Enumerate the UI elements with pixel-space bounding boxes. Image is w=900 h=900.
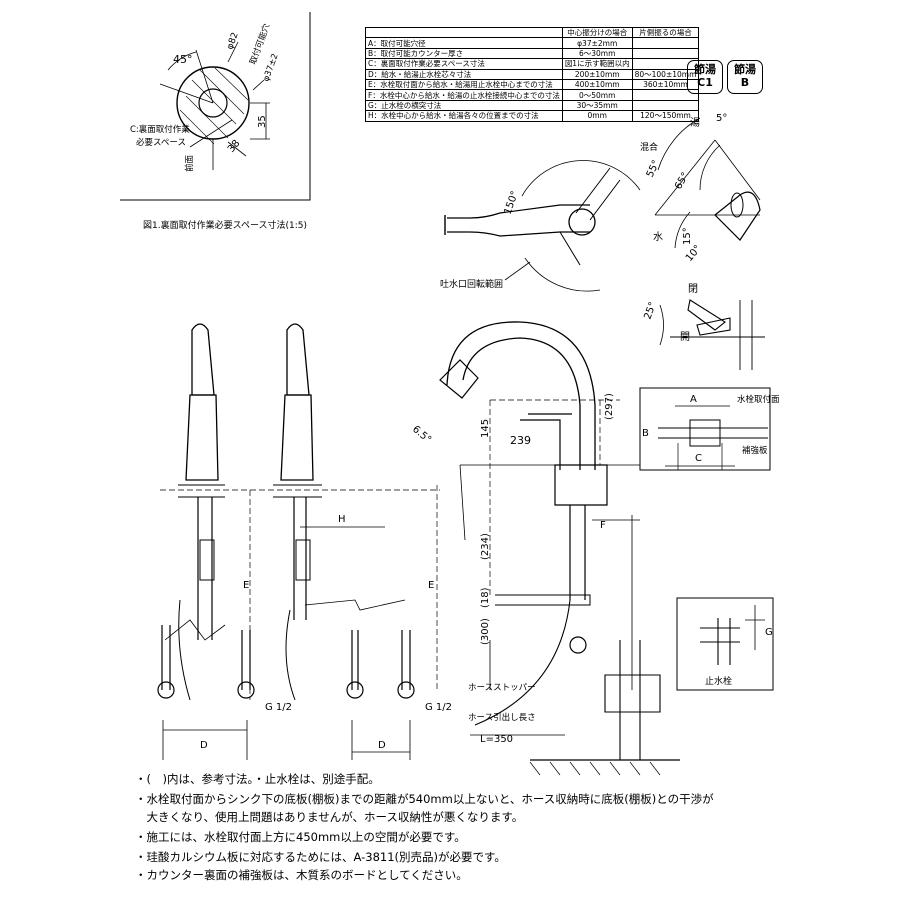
angle-15: 15° (682, 227, 693, 245)
dim-a: A (690, 394, 697, 405)
angle-55: 55° (645, 159, 662, 180)
front-label: 前面 (184, 154, 195, 172)
badge-b-line2: B (740, 76, 750, 89)
mounting-detail (639, 387, 771, 471)
spec-row-side: 120～150mm (631, 110, 700, 122)
open-close-view (659, 299, 765, 370)
dim-38: 38 (226, 138, 243, 155)
spec-row-center: φ37±2mm (561, 37, 633, 49)
spec-row-label: D：給水・給湯止水栓芯々寸法 (365, 68, 563, 80)
note-6: ・カウンター裏面の補強板は、木質系のボードとしてください。 (135, 868, 468, 882)
spec-row-label: G：止水栓の横突寸法 (365, 99, 563, 112)
spec-row-center: 0～50mm (561, 89, 633, 101)
dim-d-right: D (378, 740, 386, 751)
angle-25: 25° (642, 301, 658, 321)
angle-5: 5° (716, 113, 727, 124)
spec-head-side: 片側振るの場合 (631, 26, 700, 39)
dim-239: 239 (510, 434, 531, 447)
spec-row-label: A：取付可能穴径 (365, 37, 563, 49)
reinforce-label: 補強板 (742, 445, 768, 456)
dim-h: H (338, 514, 346, 525)
spec-row-side (631, 99, 700, 112)
open-label: 開 (680, 331, 690, 343)
angle-65-spout: 6.5° (410, 424, 433, 446)
front-view-faucets (157, 323, 415, 701)
dim-35: 35 (257, 115, 268, 128)
stop-valve-detail (529, 597, 774, 776)
side-dim-lines-2 (459, 464, 640, 736)
badge-c1-line1: 節湯 (694, 63, 716, 76)
stop-valve-label: 止水栓 (705, 675, 732, 687)
note-3: 大きくなり、使用上問題はありませんが、ホース収納性が悪くなります。 (135, 810, 524, 824)
spec-row-label: E：水栓取付面から給水・給湯用止水栓中心までの寸法 (365, 78, 563, 91)
dim-g: G (765, 627, 773, 638)
spec-row-center: 0mm (561, 110, 633, 122)
close-label: 閉 (688, 283, 698, 295)
angle-65: 65° (673, 171, 691, 192)
space-line2: 必要スペース (136, 137, 186, 148)
dim-297: (297) (604, 393, 615, 420)
g12-left: G 1/2 (265, 702, 292, 713)
spec-row-side (631, 37, 700, 49)
detail-frame (120, 12, 311, 201)
angle-10: 10° (684, 243, 704, 264)
dim-145: 145 (480, 419, 491, 438)
angle-150: 150° (502, 190, 521, 216)
spec-row-label: F：水栓中心から給水・給湯の止水栓接続中心までの寸法 (365, 89, 563, 101)
note-5: ・珪酸カルシウム板に対応するためには、A-3811(別売品)が必要です。 (135, 850, 506, 864)
space-line1: C:裏面取付作業 (130, 124, 190, 135)
spec-row-label: H：水栓中心から給水・給湯各々の位置までの寸法 (365, 110, 563, 122)
angle-45: 45° (173, 53, 193, 66)
spec-head-center: 中心振分けの場合 (561, 26, 633, 39)
front-dimension-lines (160, 485, 440, 700)
mix-label: 混合 (640, 141, 658, 153)
spec-row-center: 6～30mm (561, 47, 633, 60)
dim-c: C (695, 453, 702, 464)
spout-rotation-view (444, 160, 641, 292)
spec-row-label: B：取付可能カウンター厚さ (365, 47, 563, 60)
dim-18: (18) (480, 587, 491, 608)
side-dimension-lines (489, 399, 620, 595)
hose-length: L=350 (480, 734, 513, 745)
side-view-faucet (439, 321, 608, 726)
dim-b: B (642, 428, 649, 439)
g12-right: G 1/2 (425, 702, 452, 713)
spec-row-label: C：裏面取付作業必要スペース寸法 (365, 58, 563, 70)
dim-e-right: E (428, 580, 434, 591)
dim-e-left: E (243, 580, 249, 591)
hose-pull-label: ホース引出し長さ (468, 712, 536, 723)
hole-dia: φ37±2 (261, 52, 280, 83)
hot-label: 湯 (690, 116, 700, 129)
cold-label: 水 (653, 231, 663, 243)
dim-300: (300) (480, 618, 491, 645)
detail-caption: 図1.裏面取付作業必要スペース寸法(1:5) (143, 219, 307, 231)
note-4: ・施工には、水栓取付面上方に450mm以上の空間が必要です。 (135, 830, 466, 844)
dim-d-lines (162, 526, 411, 760)
dia-outer: φ82 (225, 31, 240, 51)
spec-row-center: 400±10mm (561, 78, 633, 91)
note-1: ・( )内は、参考寸法。・止水栓は、別途手配。 (135, 772, 380, 786)
dim-f: F (600, 520, 606, 531)
spec-row-center: 30～35mm (561, 99, 633, 112)
dim-234: (234) (480, 533, 491, 560)
spout-rotation-label: 吐水口回転範囲 (440, 278, 503, 290)
note-2: ・水栓取付面からシンク下の底板(棚板)までの距離が540mm以上ないと、ホース収… (135, 792, 714, 806)
badge-c1-line2: C1 (697, 76, 713, 89)
mount-surface-label: 水栓取付面 (737, 394, 780, 405)
spec-row-side (631, 47, 700, 60)
spec-row-center: 200±10mm (561, 68, 633, 80)
hole-detail (159, 41, 270, 170)
badge-c1: 節湯 C1 (687, 60, 723, 94)
dim-d-left: D (200, 740, 208, 751)
hose-stopper-label: ホースストッパー (468, 683, 536, 693)
spec-row-center: 図1に示す範囲以内 (561, 58, 633, 70)
badge-b-line1: 節湯 (734, 63, 756, 76)
badge-b: 節湯 B (727, 60, 763, 94)
lever-angle-view (654, 117, 761, 249)
